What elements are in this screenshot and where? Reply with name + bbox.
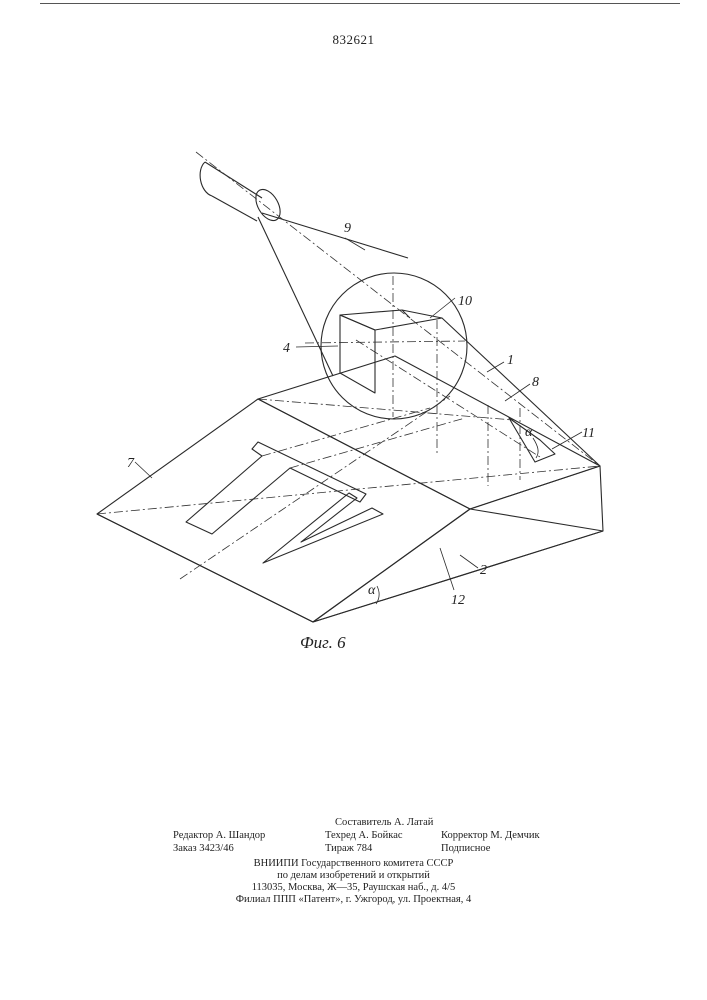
imprint-branch: Филиал ППП «Патент», г. Ужгород, ул. Про… bbox=[0, 894, 707, 906]
imprint-editor: Редактор А. Шандор bbox=[173, 830, 265, 842]
label-8: 8 bbox=[532, 375, 539, 390]
label-11: 11 bbox=[582, 426, 595, 441]
upper-top-face bbox=[258, 356, 600, 509]
label-12: 12 bbox=[451, 593, 465, 608]
cone-upper-edge bbox=[262, 213, 408, 258]
imprint-corrector: Корректор М. Демчик bbox=[441, 830, 540, 842]
label-1: 1 bbox=[507, 353, 514, 368]
label-4: 4 bbox=[283, 341, 290, 356]
imprint-address: 113035, Москва, Ж—35, Раушская наб., д. … bbox=[0, 882, 707, 894]
label-10: 10 bbox=[458, 294, 472, 309]
patent-figure-6: 9 10 4 1 8 11 7 2 12 α α Фиг. 6 bbox=[0, 0, 707, 700]
figure-caption: Фиг. 6 bbox=[300, 633, 346, 652]
letter-t-shape bbox=[186, 442, 366, 534]
label-9: 9 bbox=[344, 221, 351, 236]
imprint-order: Заказ 3423/46 bbox=[173, 843, 234, 855]
handle-cap bbox=[200, 162, 212, 196]
label-7: 7 bbox=[127, 456, 135, 471]
imprint-org-line2: по делам изобретений и открытий bbox=[0, 870, 707, 882]
label-alpha-bottom: α bbox=[368, 583, 376, 598]
base-top-face bbox=[97, 399, 470, 622]
imprint-subscription: Подписное bbox=[441, 843, 490, 855]
imprint-org-line1: ВНИИПИ Государственного комитета СССР bbox=[0, 858, 707, 870]
prism-top bbox=[340, 310, 442, 330]
imprint-techred: Техред А. Бойкас bbox=[325, 830, 403, 842]
prism-front bbox=[340, 315, 375, 393]
letter-v-shape bbox=[263, 493, 383, 563]
imprint-circulation: Тираж 784 bbox=[325, 843, 372, 855]
imprint-compiler: Составитель А. Латай bbox=[335, 817, 433, 829]
label-alpha-top: α bbox=[525, 425, 533, 440]
label-2: 2 bbox=[480, 563, 487, 578]
